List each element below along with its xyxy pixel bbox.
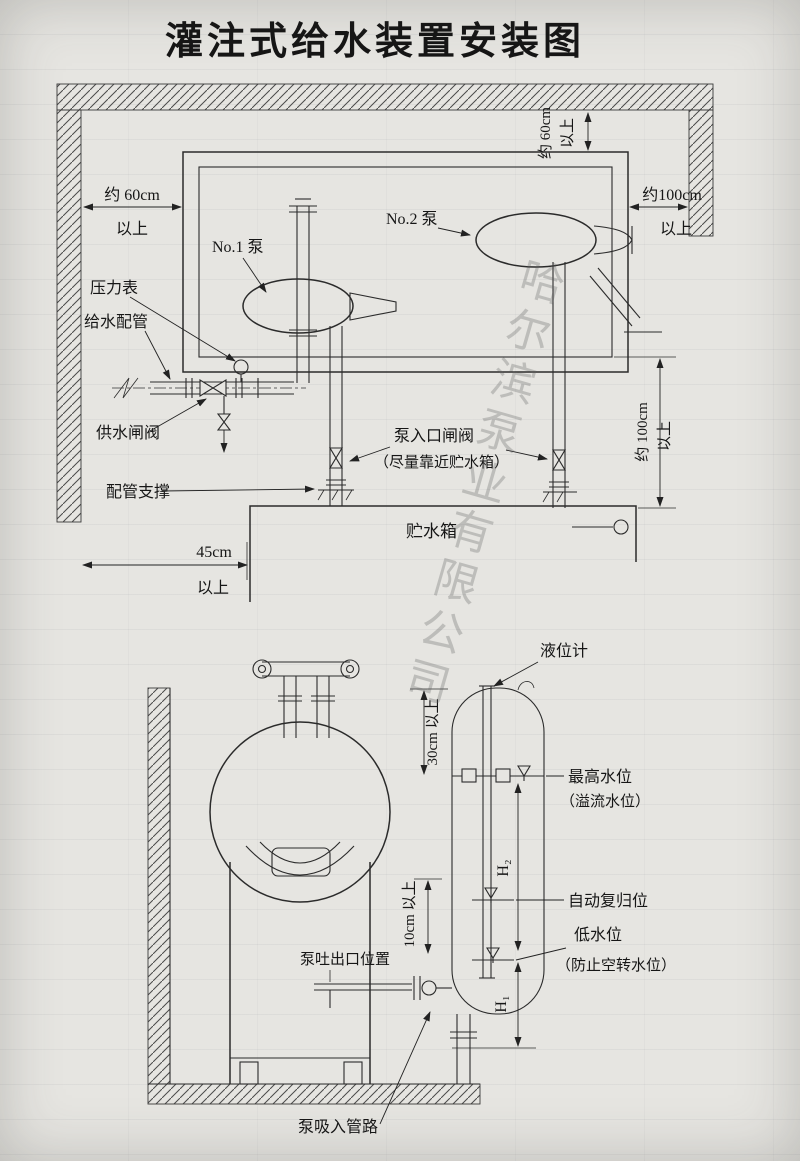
pump1-inlet-valve-symbol [329,447,343,469]
pipe-support-symbol-2 [542,491,577,503]
leader-feed-pipe [144,330,171,380]
dim-10cm: 10cm 以上 [401,880,418,947]
leader-inlet-valve-left [349,446,391,462]
label-pressure-gauge: 压力表 [90,279,138,297]
dim-bottom-unit: 以上 [197,579,229,597]
dim-right-unit: 以上 [660,220,692,238]
dim-top-vert-unit: 以上 [559,118,576,148]
label-inlet-valve: 泵入口闸阀 [394,427,474,445]
label-inlet-valve-note: （尽量靠近贮水箱） [374,454,509,471]
leader-level-gauge [493,661,539,687]
dim-left-unit: 以上 [116,220,148,238]
dimension-10cm: 10cm 以上 [401,878,442,954]
plan-view: 约 60cm 以上 约100cm 以上 约 60cm 以上 约 100cm 以上 [56,83,714,602]
dimension-right-vertical-100cm: 约 100cm 以上 [614,356,676,509]
pump2-body [475,212,662,333]
label-discharge-pos: 泵吐出口位置 [300,951,390,968]
label-auto-reset: 自动复归位 [568,892,648,910]
elevation-view: 30cm 以上 10cm 以上 H₂ H₁ 液位计 最高水位 （溢流水位） 自动… [147,642,676,1136]
label-storage-tank: 贮水箱 [406,522,457,541]
supply-piping [112,359,306,453]
page-title: 灌注式给水装置安装图 [165,21,585,63]
dim-30cm: 30cm 以上 [424,698,441,765]
leader-inlet-valve-right [505,449,548,461]
dim-top-vert-value: 约 60cm [537,107,554,159]
tank-manhole [271,847,331,877]
dimension-left-60cm: 约 60cm 以上 [83,186,182,238]
dim-bottom-value: 45cm [196,544,232,561]
storage-tank-plan [249,505,637,602]
auto-reset-symbol [484,887,498,900]
elev-wall-hatch [147,687,171,1085]
label-low-level: 低水位 [574,926,622,944]
dimension-30cm: 30cm 以上 [410,688,448,775]
dim-left-value: 约 60cm [104,186,160,204]
left-wall-hatch [56,109,82,523]
label-pipe-support: 配管支撑 [106,483,170,501]
label-feed-pipe: 给水配管 [84,313,148,331]
floor-hatch [147,1083,481,1105]
dim-h2: H₂ [495,859,512,876]
dimension-h1: H₁ [493,962,522,1047]
pump-room-inner [198,166,613,358]
pump2-bracket [589,267,662,333]
label-max-level-note: （溢流水位） [560,793,650,810]
leader-pipe-support [161,485,315,493]
leader-pump2 [437,227,471,237]
dimension-right-100cm: 约100cm 以上 [629,186,702,238]
drain-valve-symbol [216,413,232,431]
tank-elevation [209,721,391,1085]
label-supply-valve: 供水闸阀 [96,424,160,442]
pump1-body [242,278,397,334]
supply-gate-valve-symbol [199,379,227,397]
dim-right-value: 约100cm [642,186,702,204]
dimension-h2: H₂ [495,783,522,951]
water-level-marks [452,765,544,963]
level-gauge-column [450,681,545,1084]
pump1-suction-pipe [317,326,354,506]
low-level-symbol [486,947,500,960]
label-max-level: 最高水位 [568,768,632,786]
leader-low-level [515,947,567,961]
label-pump1: No.1 泵 [212,238,264,256]
dim-right-vert-unit: 以上 [656,421,673,451]
tank-foot-right [343,1061,363,1085]
dim-h1: H₁ [493,995,510,1012]
pipe-support-symbol-1 [317,489,354,501]
tank-foot-left [239,1061,259,1085]
tank-float-symbol [613,519,629,535]
pump2-inlet-valve-symbol [552,449,566,471]
pump2-suction-pipe [542,262,577,508]
leader-pump1 [242,257,267,293]
pump1-discharge-pipe [289,198,317,383]
leader-pressure-gauge [129,296,236,362]
discharge-fitting [314,970,452,1008]
pipe-break-symbol [113,377,139,399]
label-low-level-note: （防止空转水位） [556,957,676,974]
label-pump2: No.2 泵 [386,210,438,228]
dimension-top-vertical-60cm: 约 60cm 以上 [537,107,592,159]
right-wall-hatch [688,109,714,237]
max-level-symbol [517,765,531,778]
leader-suction-pipe [379,1011,431,1125]
label-suction-pipe: 泵吸入管路 [298,1118,378,1136]
tank-top-piping [252,659,360,738]
dim-right-vert-value: 约 100cm [634,402,651,462]
leader-supply-valve [149,398,207,432]
pump-room-outer [182,151,629,373]
label-level-gauge: 液位计 [540,642,588,660]
dimension-bottom-45cm: 45cm 以上 [82,542,248,597]
top-wall-hatch [56,83,714,111]
